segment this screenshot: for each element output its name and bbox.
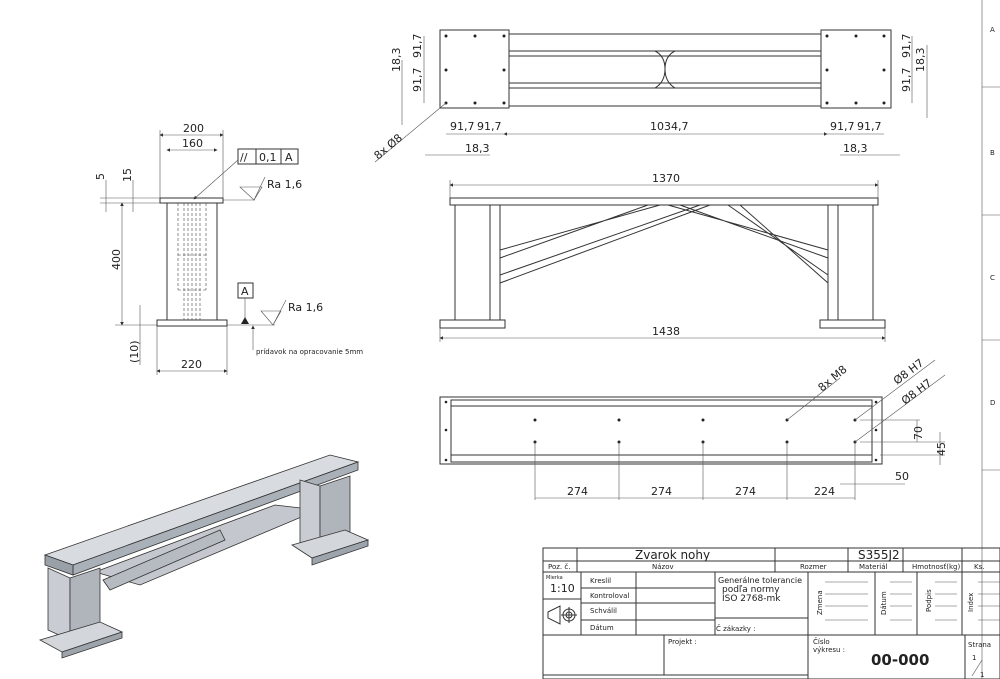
dim-5: 5 bbox=[94, 173, 107, 180]
sheet-label: Strana bbox=[968, 641, 991, 649]
sheet-count: 1 bbox=[980, 671, 984, 679]
tolerance-note: podľa normy bbox=[722, 585, 780, 595]
dim-18-3: 18,3 bbox=[914, 48, 927, 73]
tolerance-note: Generálne tolerancie bbox=[718, 576, 802, 585]
margin-label-a: A bbox=[990, 26, 995, 34]
holes-top bbox=[444, 34, 886, 105]
bottom-view: 274 274 274 224 50 70 45 8x M8 Ø8 H7 Ø8 … bbox=[439, 356, 948, 500]
revision-header: Zmena bbox=[816, 590, 824, 615]
dim-274: 274 bbox=[567, 485, 588, 498]
dim-70: 70 bbox=[912, 426, 925, 440]
revision-header: Podpis bbox=[925, 589, 933, 612]
dim-91-7: 91,7 bbox=[857, 120, 882, 133]
scale-label: Mierka bbox=[546, 575, 563, 581]
side-view: 200 160 5 15 400 (10) 220 // 0,1 A Ra 1,… bbox=[94, 122, 363, 375]
role-drawn: Kreslil bbox=[590, 577, 611, 585]
hole-callout: 8x Ø8 bbox=[372, 131, 405, 162]
dim-15: 15 bbox=[121, 168, 134, 182]
order-number-label: Č zákazky : bbox=[716, 624, 756, 633]
header-qty: Ks. bbox=[974, 563, 984, 571]
svg-text:A: A bbox=[285, 151, 293, 164]
project-label: Projekt : bbox=[668, 638, 697, 646]
dim-220: 220 bbox=[181, 358, 202, 371]
scale-value: 1:10 bbox=[550, 582, 575, 595]
dim-18-3: 18,3 bbox=[390, 48, 403, 73]
sheet-number: 1 bbox=[972, 654, 976, 662]
dim-91-7: 91,7 bbox=[411, 34, 424, 59]
datum-a: A bbox=[237, 282, 254, 324]
dim-10: (10) bbox=[128, 340, 141, 363]
svg-text:Ra 1,6: Ra 1,6 bbox=[267, 178, 302, 191]
drawing-number-label: Číslo bbox=[813, 637, 830, 646]
dim-18-3: 18,3 bbox=[465, 142, 490, 155]
header-mass: Hmotnosť(kg) bbox=[912, 562, 960, 571]
dim-91-7: 91,7 bbox=[450, 120, 475, 133]
header-name: Názov bbox=[652, 563, 674, 571]
dim-160: 160 bbox=[182, 137, 203, 150]
dim-1438: 1438 bbox=[652, 325, 680, 338]
svg-text://: // bbox=[240, 151, 248, 164]
dim-91-7: 91,7 bbox=[411, 68, 424, 93]
role-date: Dátum bbox=[590, 624, 614, 632]
holes-bottom bbox=[444, 400, 878, 462]
projection-symbol-icon bbox=[547, 605, 577, 625]
front-view: 1370 1438 bbox=[439, 172, 886, 342]
dim-91-7: 91,7 bbox=[900, 34, 913, 59]
revision-header: Dátum bbox=[880, 591, 888, 615]
dim-200: 200 bbox=[183, 122, 204, 135]
roughness-symbol-bottom: Ra 1,6 bbox=[227, 299, 323, 326]
dim-1034-7: 1034,7 bbox=[650, 120, 689, 133]
svg-text:0,1: 0,1 bbox=[259, 151, 277, 164]
dim-45: 45 bbox=[935, 442, 948, 456]
revision-header: Index bbox=[967, 593, 975, 612]
margin-label-b: B bbox=[990, 149, 995, 157]
svg-text:A: A bbox=[241, 285, 249, 298]
roughness-symbol-top: Ra 1,6 bbox=[223, 176, 302, 201]
dim-91-7: 91,7 bbox=[477, 120, 502, 133]
header-material: Materiál bbox=[859, 563, 887, 571]
margin-label-d: D bbox=[990, 399, 995, 407]
part-name: Zvarok nohy bbox=[635, 548, 710, 562]
role-checked: Kontroloval bbox=[590, 592, 629, 600]
role-approved: Schválil bbox=[590, 607, 617, 615]
margin-label-c: C bbox=[990, 274, 995, 282]
dim-274: 274 bbox=[735, 485, 756, 498]
svg-text:Ra 1,6: Ra 1,6 bbox=[288, 301, 323, 314]
title-block: Zvarok nohy S355J2 Poz. č. Názov Rozmer … bbox=[542, 547, 1000, 679]
dim-50: 50 bbox=[895, 470, 909, 483]
dim-18-3: 18,3 bbox=[843, 142, 868, 155]
drawing-number: 00-000 bbox=[871, 651, 929, 669]
header-pos: Poz. č. bbox=[548, 563, 570, 571]
top-view: 91,7 91,7 1034,7 91,7 91,7 18,3 18,3 91,… bbox=[372, 29, 928, 162]
dim-91-7: 91,7 bbox=[900, 68, 913, 93]
dim-400: 400 bbox=[110, 249, 123, 270]
dim-224: 224 bbox=[814, 485, 835, 498]
dim-91-7: 91,7 bbox=[830, 120, 855, 133]
parallelism-tolerance-frame: // 0,1 A bbox=[193, 148, 299, 200]
header-size: Rozmer bbox=[800, 563, 827, 571]
dim-274: 274 bbox=[651, 485, 672, 498]
sheet-margin: A B C D bbox=[981, 0, 1000, 679]
machining-allowance-note: prídavok na opracovanie 5mm bbox=[256, 348, 363, 356]
drawing-number-label: výkresu : bbox=[813, 646, 845, 654]
thread-callout: 8x M8 bbox=[816, 363, 850, 394]
isometric-view bbox=[38, 454, 370, 659]
dim-1370: 1370 bbox=[652, 172, 680, 185]
material-value: S355J2 bbox=[858, 548, 900, 562]
tolerance-note: ISO 2768-mk bbox=[722, 594, 781, 604]
